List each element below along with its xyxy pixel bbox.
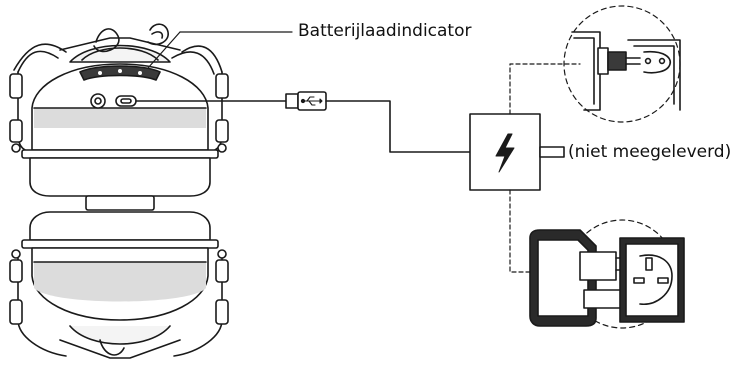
power-adapter (469, 63, 581, 273)
earmuff-bottom (9, 211, 229, 359)
battery-indicator-label: Batterijlaadindicator (298, 21, 472, 41)
middle-connector (85, 195, 155, 211)
eu-socket-detail (563, 5, 681, 123)
lightning-bolt-icon (495, 133, 515, 173)
earmuff-top (9, 23, 229, 197)
usb-icon (300, 96, 323, 106)
not-included-label: (niet meegeleverd) (568, 142, 732, 162)
uk-socket-detail (529, 219, 685, 329)
usb-cable (135, 91, 471, 153)
indicator-leader (147, 31, 293, 69)
